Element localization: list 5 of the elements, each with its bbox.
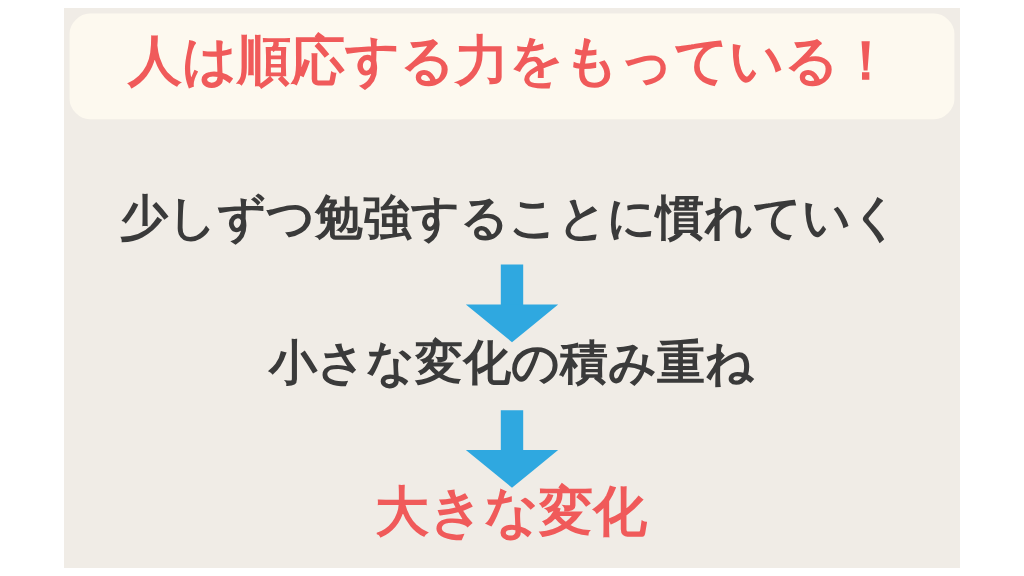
arrow — [465, 410, 559, 488]
node-text: 小さな変化の積み重ね — [268, 334, 754, 391]
node-text: 大きな変化 — [375, 479, 648, 543]
node-text: 少しずつ勉強することに慣れていく — [120, 188, 900, 245]
arrow — [465, 264, 559, 343]
